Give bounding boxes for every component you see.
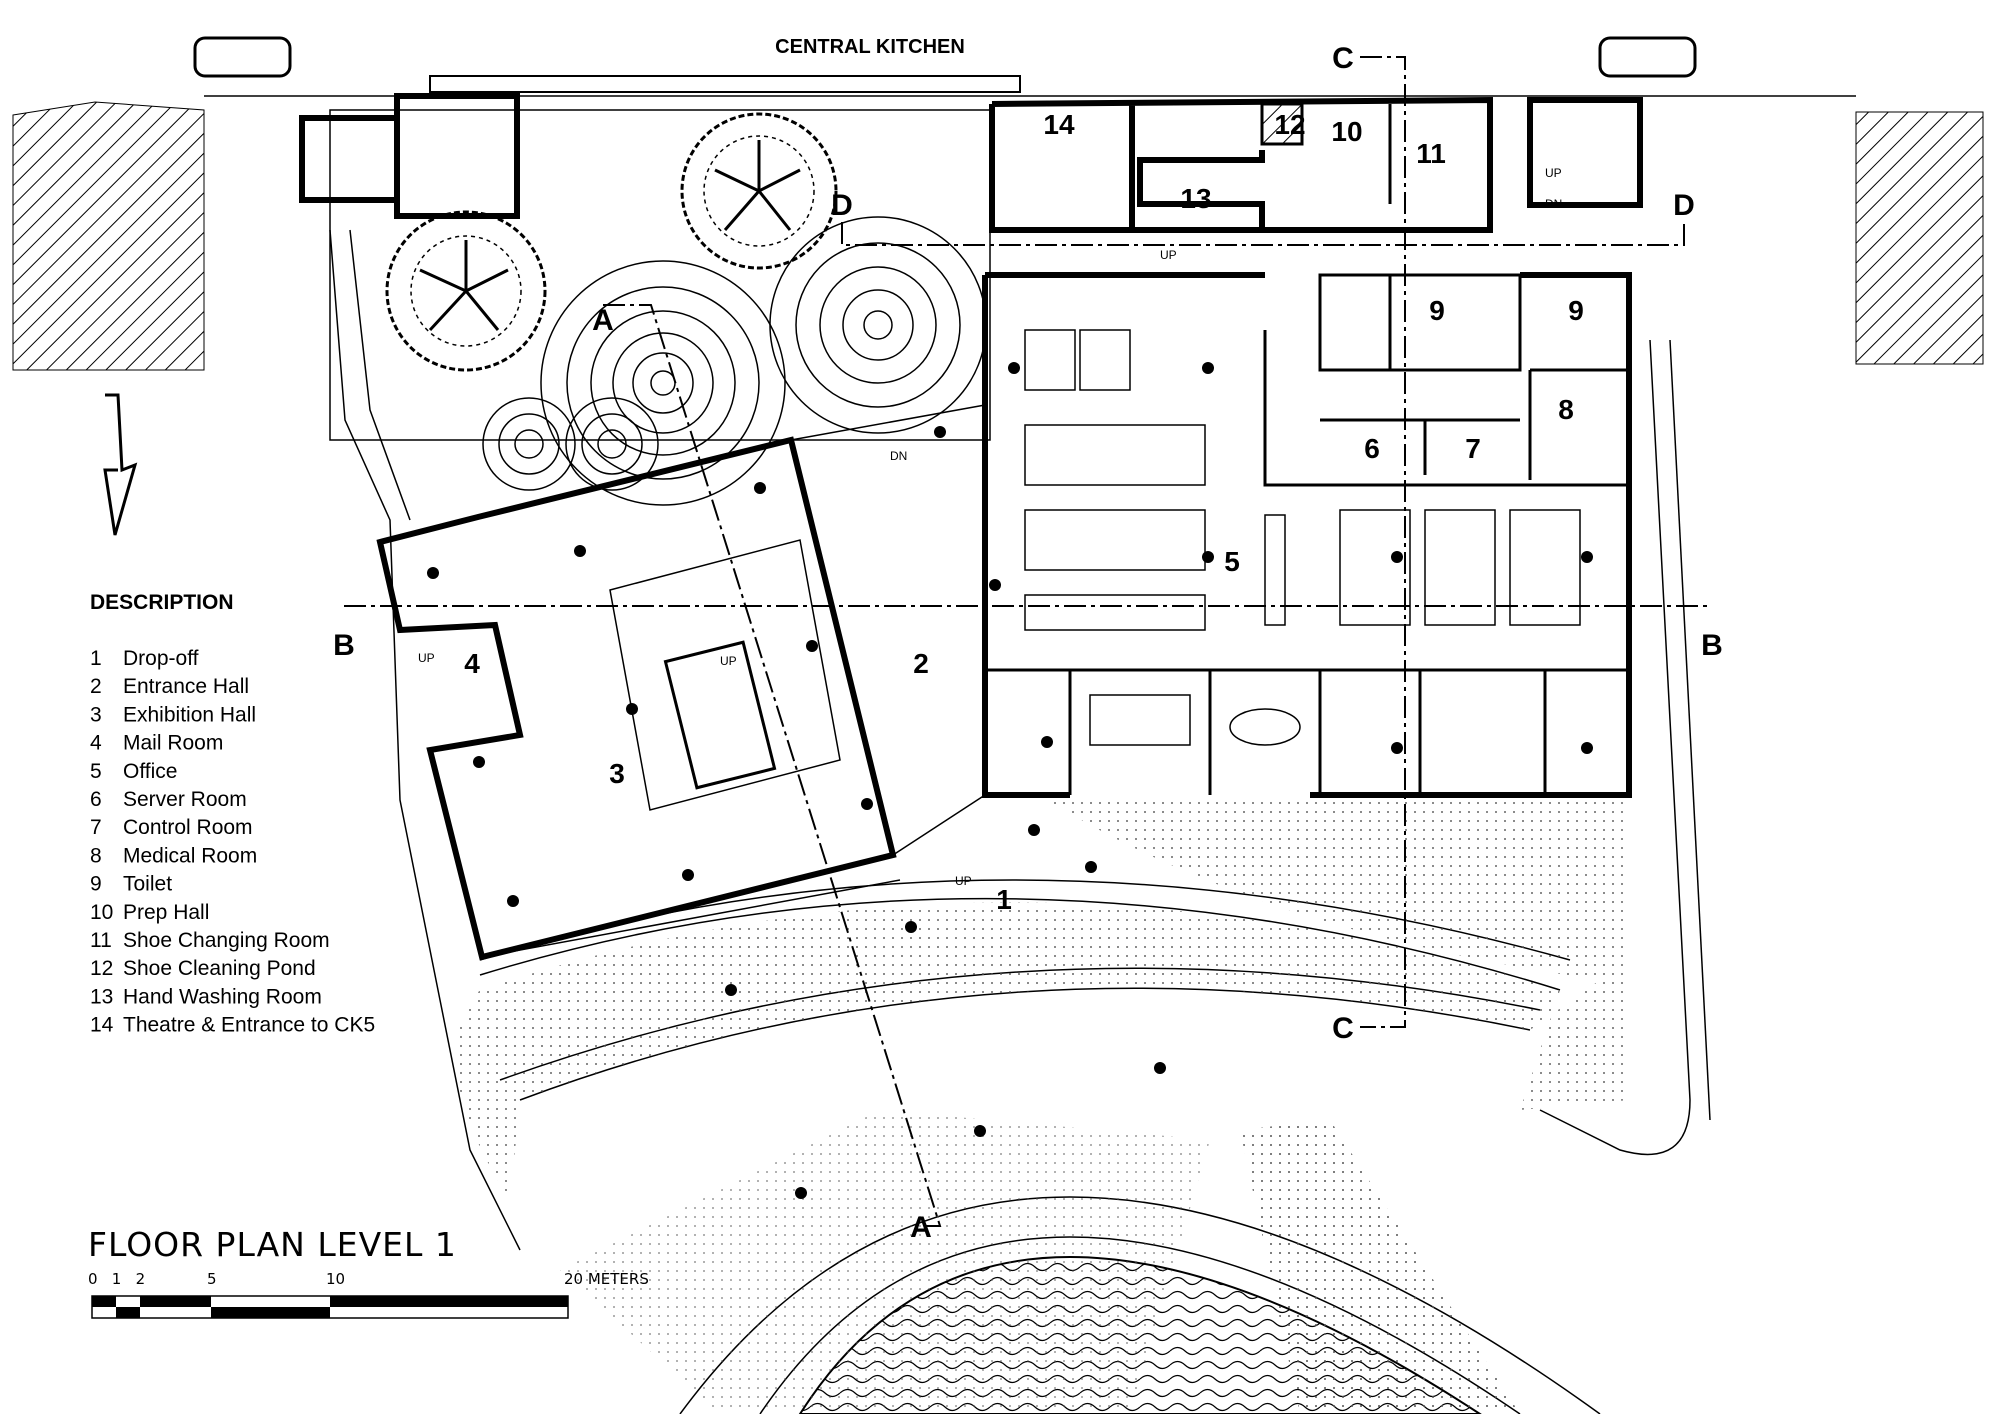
room-label-3: 3 — [609, 758, 625, 789]
legend-item-label: Entrance Hall — [123, 675, 249, 698]
legend-item-number: 1 — [90, 647, 102, 670]
legend-item-number: 11 — [90, 929, 112, 952]
legend-item-number: 6 — [90, 788, 102, 811]
legend-item-label: Hand Washing Room — [123, 985, 322, 1008]
legend-item-number: 13 — [90, 985, 113, 1008]
slope-hatch-left — [12, 101, 205, 371]
drop-off-ramp — [456, 795, 1629, 1414]
legend-item-number: 3 — [90, 703, 102, 726]
legend-item-number: 14 — [90, 1014, 114, 1037]
legend-item-number: 5 — [90, 760, 102, 783]
stair-down-label: DN — [890, 449, 907, 463]
legend-item-label: Control Room — [123, 816, 253, 839]
legend-item-label: Drop-off — [123, 647, 199, 670]
room-labels: 1 2 3 4 5 6 7 8 9 9 10 11 12 13 14 — [464, 109, 1584, 915]
slope-hatch-right — [1855, 111, 1984, 365]
legend-item-number: 4 — [90, 732, 102, 755]
legend-item-label: Toilet — [123, 873, 172, 896]
stair-down-label: DN — [1545, 197, 1562, 211]
room-label-11: 11 — [1416, 138, 1446, 169]
legend-item-label: Shoe Cleaning Pond — [123, 957, 316, 980]
legend-item-number: 10 — [90, 901, 113, 924]
legend-item-label: Prep Hall — [123, 901, 209, 924]
office-desks — [1024, 329, 1581, 746]
legend-item-number: 12 — [90, 957, 113, 980]
stair-up-label: UP — [720, 654, 737, 668]
legend-item-number: 2 — [90, 675, 102, 698]
scale-tick-label: 20 METERS — [564, 1270, 649, 1288]
section-marker-c: C — [1332, 1012, 1354, 1045]
legend-item-label: Theatre & Entrance to CK5 — [123, 1014, 375, 1037]
legend-item-number: 8 — [90, 844, 102, 867]
legend-item-number: 9 — [90, 873, 102, 896]
room-label-9b: 9 — [1568, 295, 1584, 326]
stair-up-label: UP — [1545, 166, 1562, 180]
scale-tick-label: 10 — [326, 1270, 345, 1288]
scale-tick-label: 0 — [88, 1270, 98, 1288]
section-marker-c: C — [1332, 42, 1354, 75]
legend-item-label: Medical Room — [123, 844, 257, 867]
columns — [427, 362, 1593, 1199]
tree-icon — [680, 112, 838, 270]
stair-up-label: UP — [418, 651, 435, 665]
legend-item-label: Shoe Changing Room — [123, 929, 330, 952]
concentric-ripples — [482, 216, 987, 506]
room-label-9: 9 — [1429, 295, 1445, 326]
section-marker-a: A — [592, 304, 614, 337]
central-kitchen-label: CENTRAL KITCHEN — [775, 36, 965, 58]
legend-item-label: Server Room — [123, 788, 247, 811]
tree-icon — [385, 210, 547, 372]
legend-item-label: Mail Room — [123, 732, 223, 755]
room-label-10: 10 — [1331, 116, 1362, 147]
stair-up-label: UP — [1160, 248, 1177, 262]
section-marker-d: D — [1673, 189, 1695, 222]
room-label-4: 4 — [464, 648, 480, 679]
legend-item-label: Office — [123, 760, 177, 783]
room-label-6: 6 — [1364, 433, 1380, 464]
scale-tick-label: 2 — [136, 1270, 146, 1288]
drop-off-arrow-icon — [103, 393, 138, 536]
legend-title: DESCRIPTION — [90, 591, 234, 614]
room-label-12: 12 — [1274, 109, 1305, 140]
section-marker-b: B — [333, 629, 355, 662]
room-label-14: 14 — [1043, 109, 1075, 140]
room-label-8: 8 — [1558, 394, 1574, 425]
room-label-13: 13 — [1180, 183, 1211, 214]
car-icon — [1598, 36, 1697, 78]
legend-item-number: 7 — [90, 816, 102, 839]
room-label-7: 7 — [1465, 433, 1481, 464]
plan-title: FLOOR PLAN LEVEL 1 — [88, 1225, 457, 1264]
section-marker-b: B — [1701, 629, 1723, 662]
legend-item-label: Exhibition Hall — [123, 703, 256, 726]
scale-tick-label: 5 — [207, 1270, 217, 1288]
room-label-5: 5 — [1224, 546, 1240, 577]
section-marker-d: D — [831, 189, 853, 222]
room-label-2: 2 — [913, 648, 929, 679]
room-label-1: 1 — [996, 884, 1012, 915]
section-marker-a: A — [910, 1211, 932, 1244]
exhibition-hall-walls — [376, 436, 897, 961]
car-icon — [193, 36, 292, 78]
legend: DESCRIPTION 1 Drop-off 2 Entrance Hall 3 Exhi… — [90, 591, 375, 1037]
scale-tick-label: 1 — [112, 1270, 122, 1288]
stair-up-label: UP — [955, 874, 972, 888]
